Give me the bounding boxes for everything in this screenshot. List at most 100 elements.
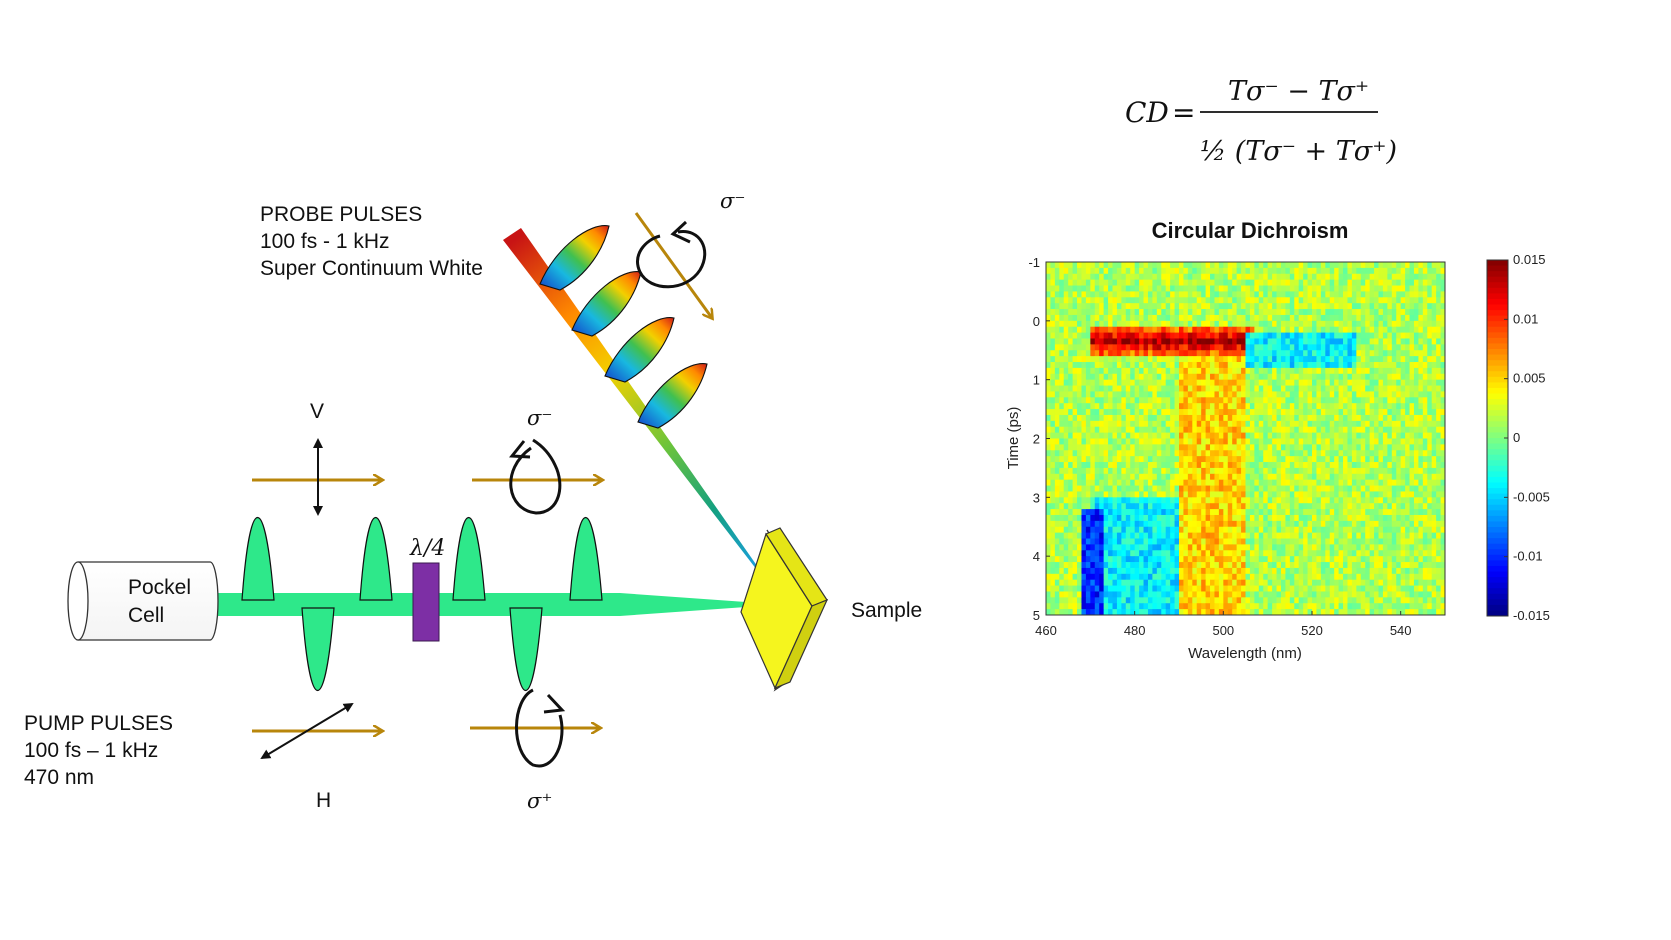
heatmap-cell xyxy=(1201,350,1206,357)
heatmap-cell xyxy=(1307,562,1313,569)
heatmap-cell xyxy=(1147,462,1153,469)
heatmap-cell xyxy=(1280,520,1286,528)
heatmap-cell xyxy=(1427,362,1433,369)
heatmap-cell xyxy=(1351,562,1357,569)
heatmap-cell xyxy=(1245,332,1251,339)
heatmap-cell xyxy=(1170,538,1175,545)
heatmap-cell xyxy=(1440,420,1446,428)
heatmap-cell xyxy=(1059,338,1065,345)
heatmap-cell xyxy=(1046,497,1051,504)
heatmap-cell xyxy=(1413,279,1419,286)
heatmap-cell xyxy=(1272,509,1277,516)
heatmap-cell xyxy=(1108,309,1113,316)
heatmap-cell xyxy=(1285,350,1291,357)
heatmap-cell xyxy=(1232,262,1238,269)
heatmap-cell xyxy=(1081,397,1087,404)
heatmap-cell xyxy=(1334,309,1339,316)
heatmap-cell xyxy=(1170,444,1175,451)
heatmap-cell xyxy=(1320,291,1326,298)
heatmap-cell xyxy=(1254,373,1260,381)
heatmap-cell xyxy=(1427,473,1433,481)
heatmap-cell xyxy=(1431,509,1437,516)
heatmap-cell xyxy=(1068,273,1073,281)
heatmap-cell xyxy=(1369,544,1375,551)
heatmap-cell xyxy=(1280,391,1286,398)
heatmap-cell xyxy=(1050,467,1056,475)
heatmap-cell xyxy=(1165,420,1171,428)
heatmap-cell xyxy=(1334,409,1339,416)
heatmap-cell xyxy=(1440,362,1446,369)
heatmap-cell xyxy=(1227,567,1233,575)
heatmap-cell xyxy=(1152,297,1158,304)
heatmap-cell xyxy=(1422,532,1428,539)
heatmap-cell xyxy=(1156,520,1162,528)
heatmap-cell xyxy=(1241,491,1246,498)
heatmap-cell xyxy=(1440,350,1446,357)
heatmap-cell xyxy=(1179,409,1184,416)
heatmap-cell xyxy=(1431,503,1437,510)
heatmap-cell xyxy=(1090,262,1096,269)
heatmap-cell xyxy=(1405,432,1410,439)
heatmap-cell xyxy=(1289,338,1295,345)
heatmap-cell xyxy=(1072,309,1078,316)
heatmap-cell xyxy=(1245,362,1251,369)
heatmap-cell xyxy=(1112,279,1118,286)
heatmap-cell xyxy=(1391,473,1397,481)
heatmap-cell xyxy=(1183,450,1189,457)
heatmap-cell xyxy=(1374,285,1379,292)
heatmap-cell xyxy=(1382,297,1388,304)
heatmap-cell xyxy=(1325,297,1331,304)
heatmap-cell xyxy=(1267,485,1273,492)
heatmap-cell xyxy=(1227,526,1233,534)
heatmap-cell xyxy=(1431,385,1437,392)
heatmap-cell xyxy=(1134,403,1140,410)
heatmap-cell xyxy=(1267,414,1273,422)
heatmap-cell xyxy=(1130,550,1136,557)
heatmap-cell xyxy=(1338,338,1344,345)
heatmap-cell xyxy=(1147,409,1153,416)
heatmap-cell xyxy=(1179,297,1184,304)
heatmap-cell xyxy=(1422,326,1428,333)
heatmap-cell xyxy=(1382,267,1388,275)
heatmap-cell xyxy=(1360,467,1366,475)
heatmap-cell xyxy=(1325,420,1331,428)
heatmap-cell xyxy=(1289,262,1295,269)
heatmap-cell xyxy=(1267,297,1273,304)
heatmap-cell xyxy=(1391,403,1397,410)
heatmap-cell xyxy=(1285,526,1291,534)
heatmap-cell xyxy=(1187,291,1193,298)
heatmap-cell xyxy=(1112,297,1118,304)
heatmap-cell xyxy=(1179,438,1184,445)
heatmap-cell xyxy=(1440,497,1446,504)
heatmap-cell xyxy=(1387,267,1393,275)
heatmap-cell xyxy=(1130,562,1136,569)
heatmap-cell xyxy=(1329,485,1335,492)
heatmap-cell xyxy=(1254,550,1260,557)
heatmap-cell xyxy=(1218,420,1224,428)
heatmap-cell xyxy=(1094,462,1100,469)
heatmap-cell xyxy=(1143,273,1149,281)
heatmap-cell xyxy=(1347,562,1353,569)
heatmap-cell xyxy=(1307,538,1313,545)
heatmap-cell xyxy=(1316,538,1322,545)
heatmap-cell xyxy=(1369,432,1375,439)
heatmap-cell xyxy=(1214,491,1220,498)
heatmap-cell xyxy=(1072,403,1078,410)
heatmap-cell xyxy=(1192,320,1198,328)
heatmap-cell xyxy=(1413,532,1419,539)
heatmap-cell xyxy=(1183,285,1189,292)
heatmap-cell xyxy=(1365,509,1371,516)
heatmap-cell xyxy=(1374,314,1379,322)
heatmap-cell xyxy=(1099,397,1105,404)
heatmap-cell xyxy=(1374,332,1379,339)
heatmap-cell xyxy=(1099,344,1105,351)
heatmap-cell xyxy=(1170,379,1175,386)
heatmap-cell xyxy=(1196,473,1202,481)
heatmap-cell xyxy=(1427,497,1433,504)
heatmap-cell xyxy=(1121,544,1127,551)
heatmap-cell xyxy=(1068,367,1073,375)
heatmap-cell xyxy=(1165,473,1171,481)
heatmap-cell xyxy=(1232,338,1238,345)
chart-title: Circular Dichroism xyxy=(1152,218,1349,243)
heatmap-cell xyxy=(1320,285,1326,292)
